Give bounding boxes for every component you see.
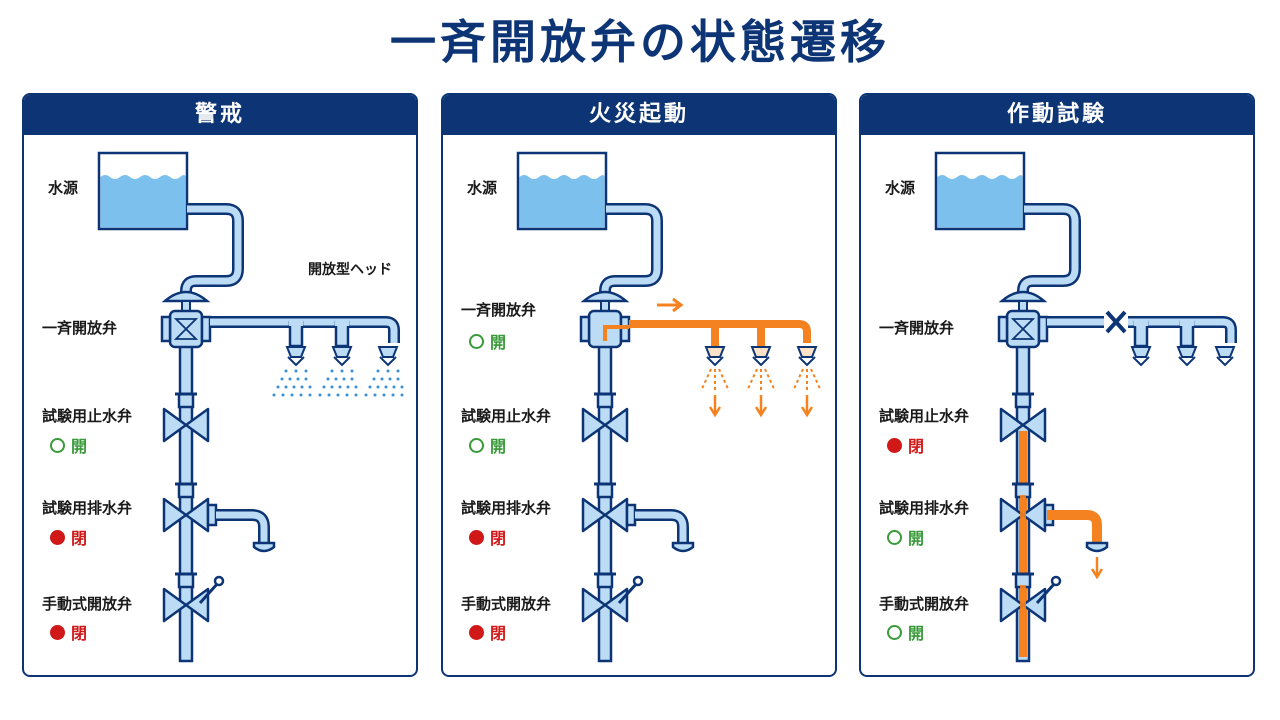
- test-stop-state: 開: [50, 433, 87, 457]
- test-drain-state: 閉: [469, 525, 506, 549]
- open-head-label: 開放型ヘッド: [308, 262, 392, 278]
- test-drain-valve-label: 試験用排水弁: [42, 499, 133, 517]
- water-source-label: 水源: [48, 179, 79, 197]
- blocked-x-icon: [1104, 310, 1128, 334]
- test-drain-state: 閉: [50, 525, 87, 549]
- fire-activation-diagram: [516, 151, 823, 663]
- closed-indicator-icon: [50, 624, 65, 640]
- deluge-valve-label: 一斉開放弁: [42, 319, 118, 337]
- test-drain-valve-label: 試験用排水弁: [461, 499, 552, 517]
- open-indicator-icon: [887, 624, 902, 640]
- deluge-valve-state: 開: [469, 329, 506, 353]
- closed-indicator-icon: [469, 529, 484, 545]
- manual-valve-label: 手動式開放弁: [879, 595, 970, 613]
- standby-diagram: [97, 151, 404, 663]
- manual-valve-label: 手動式開放弁: [42, 595, 133, 613]
- open-indicator-icon: [469, 437, 484, 453]
- deluge-valve-label: 一斉開放弁: [879, 319, 955, 337]
- manual-valve-state: 閉: [469, 620, 506, 644]
- water-source-label: 水源: [467, 179, 498, 197]
- test-stop-state: 閉: [887, 433, 924, 457]
- open-indicator-icon: [887, 529, 902, 545]
- panel-standby: 警戒 水源 開放型ヘッド 一斉開放弁 試験用止水弁 開 試験用排水弁 閉 手動式…: [22, 93, 418, 677]
- panel-header: 作動試験: [861, 95, 1253, 135]
- closed-indicator-icon: [50, 529, 65, 545]
- manual-valve-state: 開: [887, 620, 924, 644]
- test-drain-valve-label: 試験用排水弁: [879, 499, 970, 517]
- panel-header: 火災起動: [443, 95, 835, 135]
- deluge-valve-label: 一斉開放弁: [461, 301, 537, 319]
- test-stop-state: 開: [469, 433, 506, 457]
- panel-header: 警戒: [24, 95, 416, 135]
- operation-test-diagram: [934, 151, 1237, 663]
- open-indicator-icon: [50, 437, 65, 453]
- open-indicator-icon: [469, 333, 484, 349]
- manual-valve-state: 閉: [50, 620, 87, 644]
- panel-fire-activation: 火災起動 水源 一斉開放弁 開 試験用止水弁 開 試験用排水弁 閉 手動式開放弁…: [441, 93, 837, 677]
- test-stop-valve-label: 試験用止水弁: [879, 407, 970, 425]
- closed-indicator-icon: [887, 437, 902, 453]
- test-stop-valve-label: 試験用止水弁: [461, 407, 552, 425]
- test-drain-state: 開: [887, 525, 924, 549]
- test-stop-valve-label: 試験用止水弁: [42, 407, 133, 425]
- page-title: 一斉開放弁の状態遷移: [390, 15, 890, 69]
- water-source-label: 水源: [885, 179, 916, 197]
- panel-operation-test: 作動試験 水源 一斉開放弁 試験用止水弁 閉 試験用排水弁 開 手動式開放弁 開: [859, 93, 1255, 677]
- closed-indicator-icon: [469, 624, 484, 640]
- manual-valve-label: 手動式開放弁: [461, 595, 552, 613]
